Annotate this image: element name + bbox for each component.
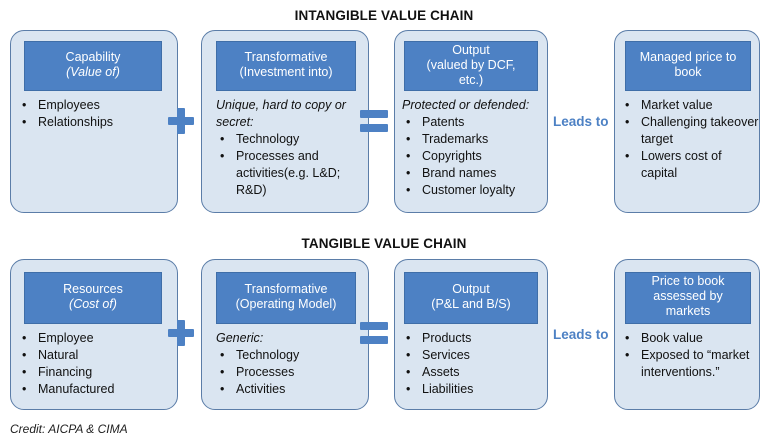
resources-header-subtitle: (Cost of) — [69, 297, 117, 311]
list-item: Activities — [216, 381, 366, 398]
leads-to-label: Leads to — [553, 327, 609, 342]
output-intangible-header: Output (valued by DCF, etc.) — [404, 41, 538, 91]
managed-price-header-title: Managed price to — [639, 50, 737, 64]
price-to-book-body: Book value Exposed to “market interventi… — [621, 330, 759, 381]
credit-text: Credit: AICPA & CIMA — [10, 422, 128, 436]
plus-icon — [168, 320, 194, 346]
list-item: Copyrights — [402, 148, 548, 165]
list-item: Trademarks — [402, 131, 548, 148]
list-item: Brand names — [402, 165, 548, 182]
transformative-tangible-header: Transformative (Operating Model) — [216, 272, 356, 324]
capability-header-subtitle: (Value of) — [66, 65, 120, 79]
list-item: Market value — [621, 97, 759, 114]
transformative-header-title: Transformative — [244, 50, 328, 64]
list-item: Book value — [621, 330, 759, 347]
leads-to-label: Leads to — [553, 114, 609, 129]
list-item: Employee — [18, 330, 176, 347]
list-item: Challenging takeover target — [621, 114, 759, 148]
list-item: Assets — [402, 364, 548, 381]
price-to-book-header-subtitle: assessed by — [653, 289, 723, 303]
resources-header: Resources (Cost of) — [24, 272, 162, 324]
capability-body: Employees Relationships — [18, 97, 176, 131]
output-header-subtitle: (P&L and B/S) — [431, 297, 511, 311]
transformative-header-subtitle: (Investment into) — [239, 65, 333, 79]
managed-price-body: Market value Challenging takeover target… — [621, 97, 759, 182]
capability-header-title: Capability — [65, 50, 121, 64]
resources-body: Employee Natural Financing Manufactured — [18, 330, 176, 398]
equals-icon — [360, 110, 388, 132]
output-tangible-body: Products Services Assets Liabilities — [402, 330, 548, 398]
price-to-book-header-subtitle-2: markets — [665, 304, 711, 318]
transformative-intro: Generic: — [216, 331, 264, 345]
transformative-intangible-body: Unique, hard to copy or secret: Technolo… — [216, 97, 366, 199]
price-to-book-header-title: Price to book — [651, 274, 725, 288]
output-intro: Protected or defended: — [402, 98, 530, 112]
transformative-intro: Unique, hard to copy or secret: — [216, 98, 346, 129]
equals-icon — [360, 322, 388, 344]
output-header-subtitle-2: etc.) — [458, 73, 484, 87]
list-item: Technology — [216, 347, 366, 364]
price-to-book-header: Price to book assessed by markets — [625, 272, 751, 324]
list-item: Relationships — [18, 114, 176, 131]
transformative-header-title: Transformative — [244, 282, 328, 296]
list-item: Processes — [216, 364, 366, 381]
list-item: Manufactured — [18, 381, 176, 398]
transformative-intangible-header: Transformative (Investment into) — [216, 41, 356, 91]
list-item: Financing — [18, 364, 176, 381]
output-intangible-body: Protected or defended: Patents Trademark… — [402, 97, 548, 199]
list-item: Exposed to “market interventions.” — [621, 347, 759, 381]
output-header-title: Output — [452, 282, 490, 296]
tangible-section-title: TANGIBLE VALUE CHAIN — [301, 236, 467, 251]
list-item: Liabilities — [402, 381, 548, 398]
managed-price-header-subtitle: book — [674, 65, 702, 79]
intangible-section-title: INTANGIBLE VALUE CHAIN — [294, 8, 474, 23]
list-item: Processes and activities(e.g. L&D; R&D) — [216, 148, 366, 199]
list-item: Employees — [18, 97, 176, 114]
resources-header-title: Resources — [63, 282, 123, 296]
list-item: Patents — [402, 114, 548, 131]
output-header-title: Output — [452, 43, 490, 57]
plus-icon — [168, 108, 194, 134]
transformative-header-subtitle: (Operating Model) — [235, 297, 337, 311]
capability-header: Capability (Value of) — [24, 41, 162, 91]
list-item: Technology — [216, 131, 366, 148]
list-item: Products — [402, 330, 548, 347]
list-item: Customer loyalty — [402, 182, 548, 199]
list-item: Lowers cost of capital — [621, 148, 759, 182]
output-tangible-header: Output (P&L and B/S) — [404, 272, 538, 324]
transformative-tangible-body: Generic: Technology Processes Activities — [216, 330, 366, 398]
list-item: Natural — [18, 347, 176, 364]
list-item: Services — [402, 347, 548, 364]
managed-price-header: Managed price to book — [625, 41, 751, 91]
output-header-subtitle: (valued by DCF, — [426, 58, 516, 72]
